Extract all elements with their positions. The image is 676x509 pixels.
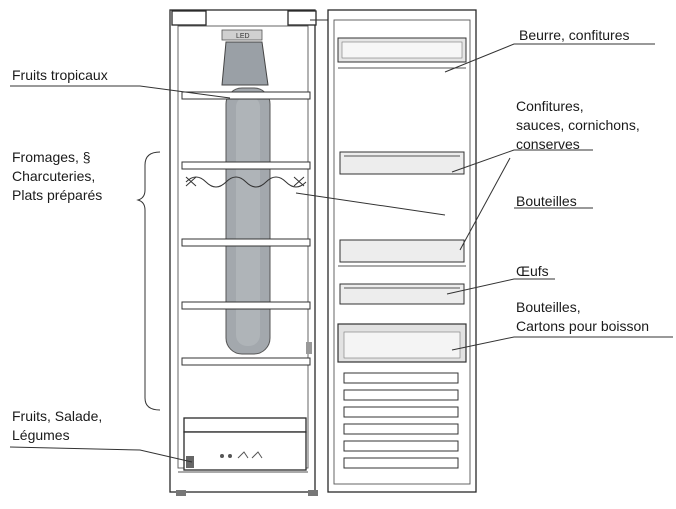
right-labels: Beurre, confitures Confitures, sauces, c… xyxy=(516,27,649,334)
label-bouteilles-2: Bouteilles, xyxy=(516,299,581,315)
label-cartons-boisson: Cartons pour boisson xyxy=(516,318,649,334)
crisper-drawer xyxy=(178,417,308,473)
label-conserves: conserves xyxy=(516,136,580,152)
label-fruits-salade: Fruits, Salade, xyxy=(12,408,102,424)
label-sauces-cornichons: sauces, cornichons, xyxy=(516,117,640,133)
label-confitures: Confitures, xyxy=(516,98,584,114)
bottle-rack xyxy=(185,176,307,188)
air-duct xyxy=(221,41,271,355)
light-unit: LED xyxy=(221,29,263,41)
door-bins xyxy=(337,37,467,363)
label-charcuteries: Charcuteries, xyxy=(12,168,95,184)
label-beurre-confitures: Beurre, confitures xyxy=(519,27,630,43)
svg-text:LED: LED xyxy=(236,33,250,40)
label-legumes: Légumes xyxy=(12,427,70,443)
leader-lines xyxy=(9,43,673,463)
door-vents xyxy=(343,372,459,469)
label-fromages: Fromages, § xyxy=(12,149,91,165)
left-labels: Fruits tropicaux Fromages, § Charcuterie… xyxy=(12,67,108,443)
label-fruits-tropicaux: Fruits tropicaux xyxy=(12,67,108,83)
label-plats-prepares: Plats préparés xyxy=(12,187,102,203)
label-oeufs: Œufs xyxy=(516,263,549,279)
label-bouteilles: Bouteilles xyxy=(516,193,577,209)
fridge-shelves xyxy=(181,91,311,366)
